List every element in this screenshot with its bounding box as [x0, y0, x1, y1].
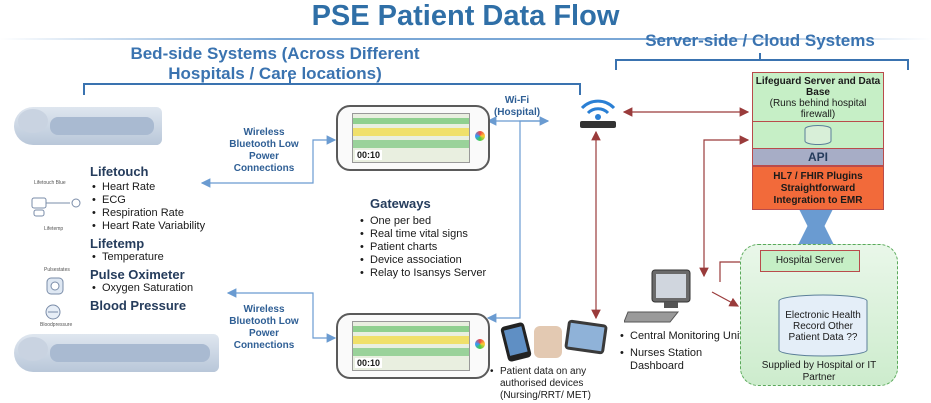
pulse-oximeter-title: Pulse Oximeter — [90, 267, 185, 282]
list-item: Central Monitoring Unit — [618, 330, 748, 343]
gateways-title: Gateways — [370, 196, 431, 211]
tablet-screen-mini — [567, 322, 605, 352]
device-list: Lifetouch Heart Rate ECG Respiration Rat… — [90, 164, 230, 313]
tablet-time: 00:10 — [355, 150, 383, 160]
hand-shape — [534, 326, 562, 358]
supplied-by-label: Supplied by Hospital or IT Partner — [761, 360, 877, 383]
blood-pressure-title: Blood Pressure — [90, 298, 187, 313]
hl7-plugins-box: HL7 / FHIR Plugins Straightforward Integ… — [752, 166, 884, 210]
screen-band — [353, 348, 469, 356]
phone-screen — [503, 326, 528, 356]
gateways-list: One per bed Real time vital signs Patien… — [358, 215, 518, 280]
list-item: Relay to Isansys Server — [358, 267, 518, 280]
list-item: Patient data on any authorised devices (… — [488, 366, 618, 402]
screen-band — [353, 118, 469, 124]
patient-bed-lower — [14, 334, 219, 372]
screen-band — [353, 128, 469, 136]
tablet-time: 00:10 — [355, 358, 383, 368]
lifeguard-note: (Runs behind hospital firewall) — [769, 98, 867, 120]
database-icon — [804, 125, 832, 145]
tablet-screen: 00:10 — [352, 321, 470, 371]
screen-band — [353, 326, 469, 332]
lifeguard-server-box: Lifeguard Server and Data Base (Runs beh… — [752, 72, 884, 122]
list-item: Oxygen Saturation — [90, 282, 230, 295]
server-heading: Server-side / Cloud Systems — [645, 31, 875, 50]
page-title: PSE Patient Data Flow — [311, 0, 620, 32]
mobile-devices-image — [500, 319, 612, 364]
hospital-server-box: Hospital Server — [760, 250, 860, 272]
phone-icon — [500, 321, 532, 363]
list-item: Real time vital signs — [358, 228, 518, 241]
list-item: Temperature — [90, 251, 230, 264]
logo-icon — [475, 131, 485, 141]
list-item: Heart Rate Variability — [90, 220, 230, 233]
tablet-icon — [564, 319, 608, 355]
oximeter-tiny-label: Pulsestates — [44, 267, 70, 273]
bp-tiny-label: Bloodpressure — [40, 322, 73, 328]
wireless-label-lower: Wireless Bluetooth Low Power Connections — [229, 304, 299, 351]
lifetouch-sensor-icon — [30, 196, 84, 218]
patient-devices-list: Patient data on any authorised devices (… — [488, 366, 618, 402]
list-item: Device association — [358, 254, 518, 267]
title-underline — [0, 38, 931, 40]
wireless-label-upper: Wireless Bluetooth Low Power Connections — [229, 127, 299, 174]
database-box — [752, 121, 884, 149]
pulse-oximeter-list: Oxygen Saturation — [90, 282, 230, 295]
list-item: Heart Rate — [90, 181, 230, 194]
patient-bed-upper — [14, 107, 162, 145]
computer-monitor-icon — [623, 268, 696, 326]
lifetemp-tiny-label: Lifetemp — [44, 226, 64, 232]
wifi-label: Wi-Fi (Hospital) — [493, 95, 541, 118]
patient-body — [50, 117, 154, 135]
gateway-tablet-lower: 00:10 — [336, 313, 490, 379]
lifetouch-list: Heart Rate ECG Respiration Rate Heart Ra… — [90, 181, 230, 233]
wifi-router-icon — [572, 94, 624, 130]
lifetemp-title: Lifetemp — [90, 236, 145, 251]
patient-body — [50, 344, 210, 362]
screen-band — [353, 140, 469, 148]
api-band: API — [752, 148, 884, 166]
tablet-screen: 00:10 — [352, 113, 470, 163]
oximeter-icon — [44, 276, 68, 298]
list-item: One per bed — [358, 215, 518, 228]
ehr-database-icon — [778, 294, 868, 357]
lifetouch-title: Lifetouch — [90, 164, 149, 179]
lifetemp-list: Temperature — [90, 251, 230, 264]
list-item: Patient charts — [358, 241, 518, 254]
list-item: ECG — [90, 194, 230, 207]
screen-band — [353, 336, 469, 344]
logo-icon — [475, 339, 485, 349]
patient-head — [18, 109, 48, 133]
patient-head — [18, 337, 48, 361]
bedside-heading: Bed-side Systems (Across Different Hospi… — [130, 44, 420, 83]
bp-cuff-icon — [40, 303, 66, 321]
list-item: Nurses Station Dashboard — [618, 347, 748, 373]
central-list: Central Monitoring Unit Nurses Station D… — [618, 330, 748, 373]
lifetouch-tiny-label: Lifetouch Blue — [34, 180, 66, 186]
gateways-block: Gateways One per bed Real time vital sig… — [358, 196, 518, 280]
ehr-label: Electronic Health Record Other Patient D… — [785, 310, 861, 343]
gateway-tablet-upper: 00:10 — [336, 105, 490, 171]
list-item: Respiration Rate — [90, 207, 230, 220]
lifeguard-title: Lifeguard Server and Data Base — [755, 76, 881, 98]
